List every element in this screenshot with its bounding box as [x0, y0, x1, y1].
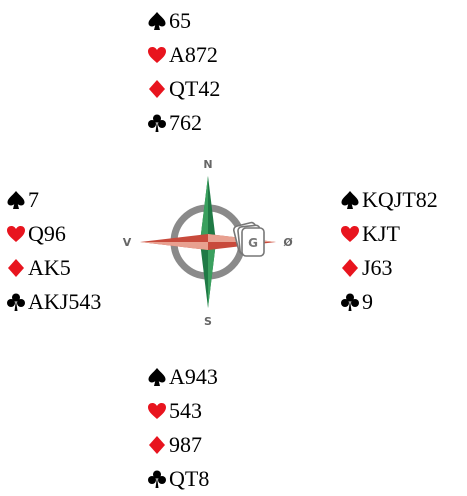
diamond-icon [147, 435, 167, 455]
north-clubs-cards: 762 [169, 106, 202, 140]
north-diamonds-cards: QT42 [169, 72, 220, 106]
diamond-icon [340, 258, 360, 278]
south-clubs-line: QT8 [147, 462, 218, 496]
east-diamonds-line: J63 [340, 251, 438, 285]
club-icon [340, 292, 360, 312]
compass-north-label: N [203, 158, 212, 171]
south-hand: A943 543 987 QT8 [147, 360, 218, 496]
diamond-icon [147, 79, 167, 99]
west-diamonds-line: AK5 [6, 251, 101, 285]
north-hearts-line: A872 [147, 38, 220, 72]
east-diamonds-cards: J63 [362, 251, 393, 285]
west-spades-cards: 7 [28, 183, 39, 217]
diamond-icon [6, 258, 26, 278]
east-clubs-cards: 9 [362, 285, 373, 319]
north-clubs-line: 762 [147, 106, 220, 140]
spade-icon [340, 190, 360, 210]
east-hearts-line: KJT [340, 217, 438, 251]
spade-icon [147, 367, 167, 387]
west-clubs-cards: AKJ543 [28, 285, 101, 319]
south-hearts-line: 543 [147, 394, 218, 428]
compass-rose: G N S V Ø [118, 150, 298, 330]
east-spades-cards: KQJT82 [362, 183, 438, 217]
east-hearts-cards: KJT [362, 217, 400, 251]
spade-icon [6, 190, 26, 210]
west-hand: 7 Q96 AK5 AKJ543 [6, 183, 101, 319]
east-hand: KQJT82 KJT J63 9 [340, 183, 438, 319]
south-diamonds-line: 987 [147, 428, 218, 462]
club-icon [6, 292, 26, 312]
west-spades-line: 7 [6, 183, 101, 217]
east-clubs-line: 9 [340, 285, 438, 319]
club-icon [147, 113, 167, 133]
spade-icon [147, 11, 167, 31]
heart-icon [147, 45, 167, 65]
compass-south-label: S [204, 315, 212, 328]
west-hearts-cards: Q96 [28, 217, 66, 251]
west-hearts-line: Q96 [6, 217, 101, 251]
west-diamonds-cards: AK5 [28, 251, 71, 285]
south-hearts-cards: 543 [169, 394, 202, 428]
west-clubs-line: AKJ543 [6, 285, 101, 319]
south-spades-cards: A943 [169, 360, 218, 394]
north-spades-cards: 65 [169, 4, 191, 38]
north-hearts-cards: A872 [169, 38, 218, 72]
east-spades-line: KQJT82 [340, 183, 438, 217]
compass-east-label: Ø [283, 236, 293, 249]
heart-icon [340, 224, 360, 244]
dealer-badge-label: G [248, 236, 258, 250]
heart-icon [147, 401, 167, 421]
club-icon [147, 469, 167, 489]
heart-icon [6, 224, 26, 244]
south-diamonds-cards: 987 [169, 428, 202, 462]
north-hand: 65 A872 QT42 762 [147, 4, 220, 140]
north-diamonds-line: QT42 [147, 72, 220, 106]
south-spades-line: A943 [147, 360, 218, 394]
compass-west-label: V [123, 236, 132, 249]
south-clubs-cards: QT8 [169, 462, 209, 496]
north-spades-line: 65 [147, 4, 220, 38]
